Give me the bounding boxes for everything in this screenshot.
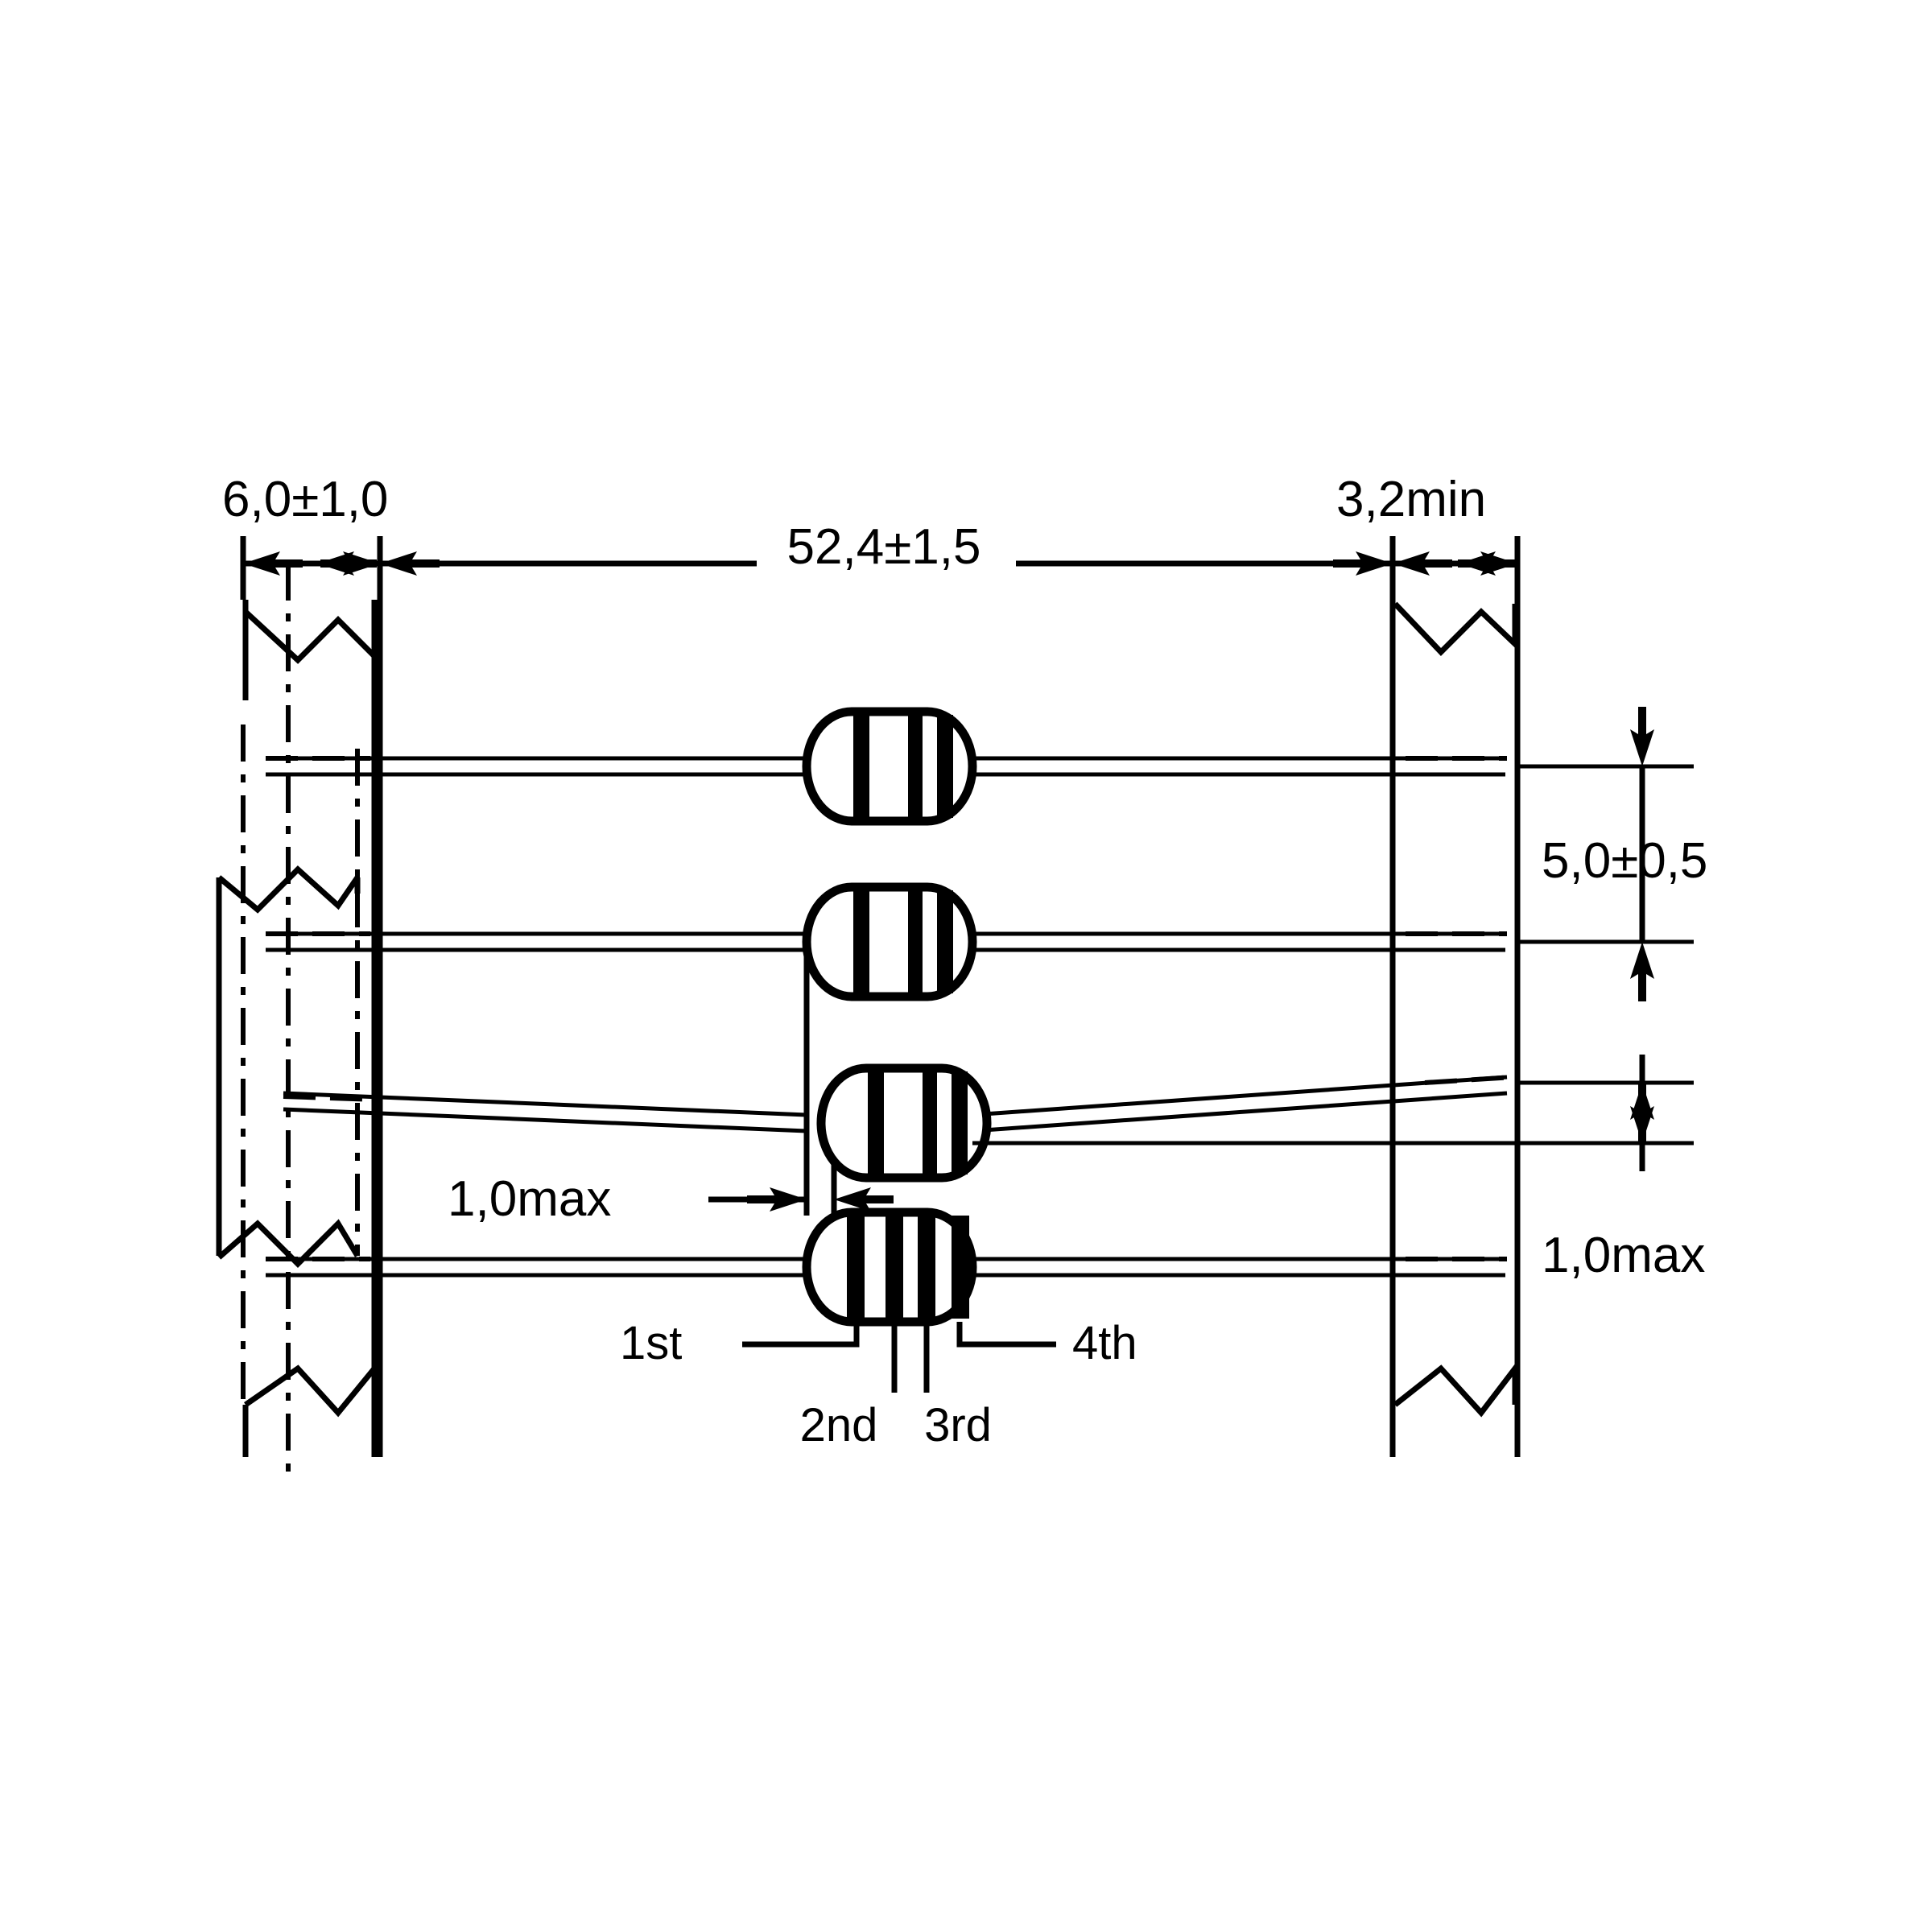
dim-body-span: 52,4±1,5: [787, 519, 981, 575]
resistor-row-1: [266, 707, 1507, 826]
resistor-body-row2: [802, 882, 977, 1001]
colour-band-row3-1: [868, 1070, 884, 1176]
colour-band-row2-2: [908, 889, 923, 995]
break-symbol-left-row4: [217, 1219, 361, 1268]
dim-right-lead-trim: 3,2min: [1336, 472, 1486, 527]
break-symbol-left-bottom: [244, 1360, 378, 1418]
colour-band-row3-3: [952, 1071, 968, 1174]
colour-band-row3-2: [923, 1070, 937, 1176]
resistor-body-row1: [802, 707, 977, 826]
resistor-row-3: [283, 1063, 1514, 1183]
leader-band-first: [742, 1322, 860, 1348]
colour-band-row1-3: [937, 715, 953, 818]
band-label-fourth: 4th: [1072, 1317, 1137, 1369]
lead-dashed-left-row3: [283, 1094, 379, 1102]
break-symbol-left-row2: [217, 865, 360, 914]
dim-axial-offset-label: 1,0max: [448, 1171, 611, 1227]
break-symbol-right-top: [1393, 601, 1518, 657]
lead-dashed-right-row3: [1424, 1075, 1514, 1085]
dim-left-lead-trim: 6,0±1,0: [222, 472, 388, 527]
colour-band-row1-2: [908, 713, 923, 819]
lead-left-lower-row3: [283, 1107, 807, 1133]
colour-band-row4-2: [886, 1214, 903, 1320]
lead-right-upper-row3: [972, 1091, 1508, 1133]
colour-band-row2-3: [937, 890, 953, 993]
band-label-first: 1st: [620, 1317, 682, 1369]
colour-band-row1-1: [853, 713, 869, 819]
colour-band-row4-4: [952, 1216, 969, 1319]
band-label-third: 3rd: [924, 1399, 992, 1451]
colour-band-row2-1: [853, 889, 869, 995]
resistor-body-row3: [816, 1063, 992, 1183]
dim-lead-misalignment-label: 1,0max: [1542, 1228, 1705, 1283]
lead-right-lower-row3: [972, 1075, 1508, 1117]
break-symbol-right-bottom: [1393, 1360, 1518, 1418]
lead-left-upper-row3: [283, 1091, 807, 1117]
dim-row-pitch-label: 5,0±0,5: [1542, 833, 1707, 889]
leader-band-fourth: [956, 1322, 1056, 1348]
resistor-row-2: [266, 882, 1507, 1001]
colour-band-row4-1: [847, 1214, 865, 1320]
colour-band-row4-3: [918, 1214, 935, 1320]
resistor-row-4: [266, 1208, 1507, 1327]
band-label-second: 2nd: [800, 1399, 878, 1451]
